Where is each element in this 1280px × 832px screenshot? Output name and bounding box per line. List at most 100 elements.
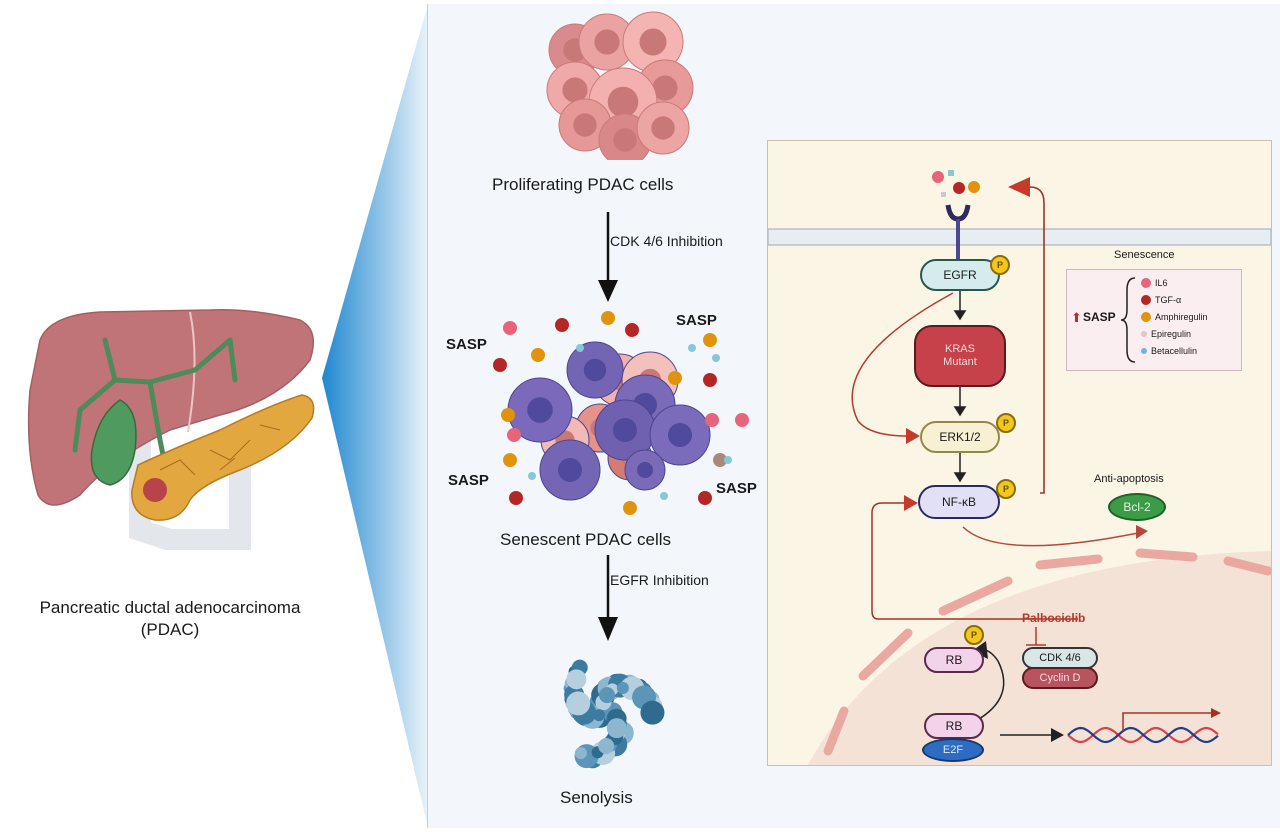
legend-item: IL6 [1141,278,1168,288]
cell-nucleus [637,462,653,478]
stage-label-senescent: Senescent PDAC cells [500,530,672,549]
sasp-factor [703,333,717,347]
egfr-to-erk-arrow [851,292,954,437]
stage-label-senolysis: Senolysis [560,788,633,807]
legend-item-label: Betacellulin [1151,346,1198,356]
cell-nucleus [527,397,553,423]
ligand-epiregulin [941,192,946,197]
sasp-label-bottom-right: SASP [716,480,757,497]
kras-label: KRAS [945,343,975,355]
cell-nucleus [562,77,588,103]
cdk-inhibition-label: CDK 4/6 Inhibition [610,233,723,249]
signaling-pathway-panel: EGFR P KRAS Mutant ERK1/2 P NF-κB P Anti… [767,140,1272,766]
sasp-factor [735,413,749,427]
dna-helix [1067,726,1219,744]
transcription-start-arrow [1122,712,1213,731]
legend-dot-icon [1141,331,1147,337]
sasp-label-bottom-left: SASP [448,472,489,489]
sasp-factor [713,453,727,467]
egfr-receptor [945,204,971,222]
pathway-graphics [768,170,1271,765]
sasp-factor [507,428,521,442]
legend-dot-icon [1141,312,1151,322]
phospho-icon-nfkb: P [996,479,1016,499]
cell-membrane [768,228,1271,246]
legend-item-label: Epiregulin [1151,329,1192,339]
legend-item-label: Amphiregulin [1155,312,1208,322]
e2f-node: E2F [922,738,984,762]
zoom-wedge [322,4,429,828]
organ-label: Pancreatic ductal adenocarcinoma (PDAC) [0,597,340,641]
phospho-icon-erk: P [996,413,1016,433]
arrow-cdk-inhibition [598,212,618,302]
cell-nucleus [652,75,678,101]
legend-item-label: TGF-α [1155,295,1182,305]
cell-nucleus [607,86,639,118]
cell-nucleus [613,418,637,442]
cell-nucleus [594,29,620,55]
senolysis-illustration [563,659,665,769]
liver-lobe-divider [187,311,196,433]
cdk46-node: CDK 4/6 [1022,647,1098,669]
cell-nucleus [573,113,597,137]
lysed-cell-fragment [616,681,629,694]
sasp-factor [503,453,517,467]
legend-item: Betacellulin [1141,346,1197,356]
kras-mutant-node: KRAS Mutant [914,325,1006,387]
sasp-label-top-right: SASP [676,312,717,329]
legend-dot-icon [1141,295,1151,305]
phospho-icon-rb: P [964,625,984,645]
legend-item: Amphiregulin [1141,312,1208,322]
dna-strand-blue [1067,726,1219,744]
cell-nucleus [613,128,637,152]
rb-phosphorylated-node: RB [924,647,984,673]
legend-title: Senescence [1114,249,1175,261]
proliferating-cells-illustration [546,11,694,160]
lysed-cell-fragment [574,747,587,760]
senescent-cells-illustration [493,311,749,515]
cell-nucleus [651,116,675,140]
bcl2-node: Bcl-2 [1108,493,1166,521]
pancreas-texture [159,424,281,476]
lysed-cell-fragment [593,709,606,722]
nucleus-to-nfkb-arrow [871,502,1078,620]
sasp-factor [601,311,615,325]
cyclin-d-node: Cyclin D [1022,667,1098,689]
lysed-cell-fragment [598,687,615,704]
pancreas [131,394,315,521]
sasp-factor [703,373,717,387]
arrow-egfr-inhibition [598,555,618,641]
palbociclib-label: Palbociclib [1022,611,1086,625]
sasp-factor [698,491,712,505]
phospho-icon-egfr: P [990,255,1010,275]
anti-apoptosis-label: Anti-apoptosis [1094,473,1164,485]
lysed-cell-fragment [606,718,627,739]
erk-node: ERK1/2 [920,421,1000,453]
sasp-label-top-left: SASP [446,336,487,353]
ligand-tgf [953,182,965,194]
legend-item: Epiregulin [1141,329,1191,339]
nuclear-envelope [823,548,1271,756]
sasp-factor [493,358,507,372]
ligand-amphiregulin [968,181,980,193]
sasp-factor [555,318,569,332]
sasp-factor [712,354,720,362]
sasp-factor [531,348,545,362]
tumor [143,478,167,502]
nfkb-node: NF-κB [918,485,1000,519]
legend-dot-icon [1141,278,1151,288]
nfkb-to-secretion-arrow [1026,186,1045,494]
egfr-node: EGFR [920,259,1000,291]
sasp-factor [503,321,517,335]
sasp-factor [623,501,637,515]
legend-item-label: IL6 [1155,278,1168,288]
sasp-factor [501,408,515,422]
sasp-factor [625,323,639,337]
sasp-factor [576,344,584,352]
organ-label-line1: Pancreatic ductal adenocarcinoma [39,598,301,617]
bile-duct [72,337,238,483]
rb-node: RB [924,713,984,739]
sasp-factor [668,371,682,385]
lysed-cell-fragment [640,700,665,725]
